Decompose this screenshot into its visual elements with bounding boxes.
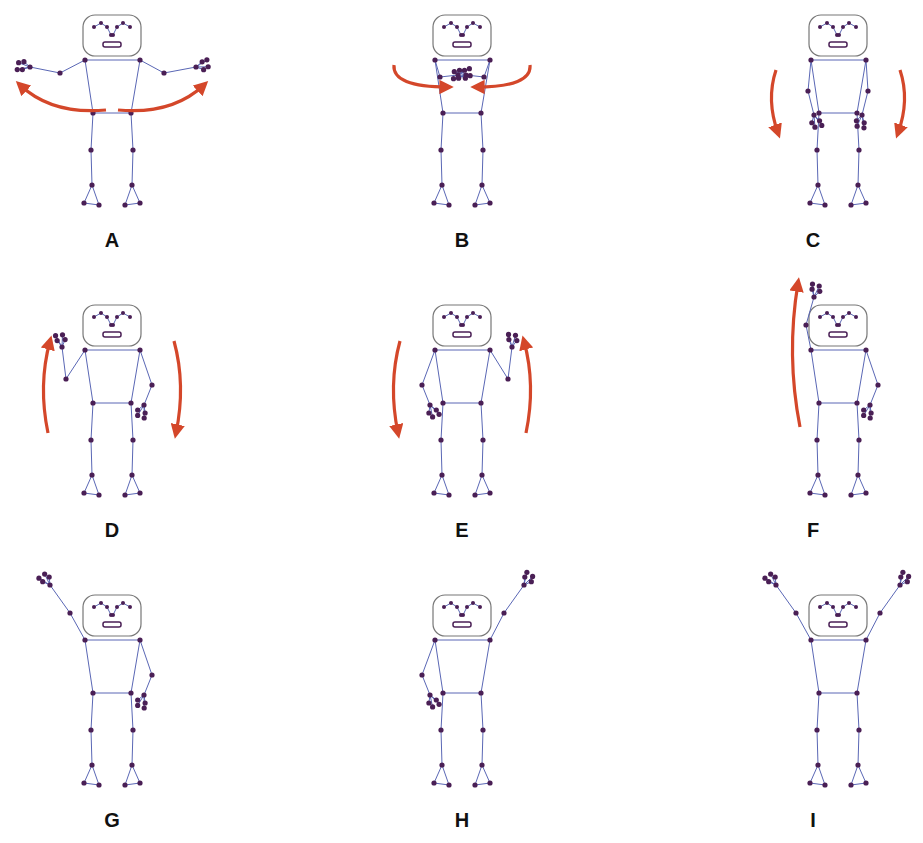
motion-arrow: [898, 70, 905, 133]
motion-arrow: [476, 65, 530, 87]
stick-figure: [36, 571, 154, 787]
motion-arrow: [20, 85, 106, 111]
figure-letter: D: [105, 519, 119, 542]
stick-figure: [43, 305, 180, 498]
stick-figure: [762, 570, 911, 788]
stick-figure: [419, 570, 535, 788]
stick-figure: [792, 281, 880, 497]
figure-letter: H: [455, 809, 469, 832]
motion-arrow: [174, 341, 181, 433]
stick-figure: [771, 15, 904, 208]
figure-letter: F: [807, 519, 819, 542]
figure-letter: G: [104, 809, 120, 832]
motion-arrow: [393, 341, 400, 433]
stick-figure: [393, 305, 530, 498]
figure-letter: B: [455, 229, 469, 252]
figure-letter: C: [806, 229, 820, 252]
figure-letter: I: [810, 809, 816, 832]
stick-figure: [394, 15, 530, 208]
motion-arrow: [394, 65, 448, 87]
stick-figure: [15, 15, 211, 208]
figure-letter: A: [105, 229, 119, 252]
figure-letter: E: [455, 519, 468, 542]
motion-arrow: [43, 341, 50, 433]
motion-arrow: [792, 283, 800, 427]
motion-arrow: [524, 341, 531, 433]
motion-arrow: [118, 85, 204, 111]
motion-arrow: [771, 70, 778, 133]
